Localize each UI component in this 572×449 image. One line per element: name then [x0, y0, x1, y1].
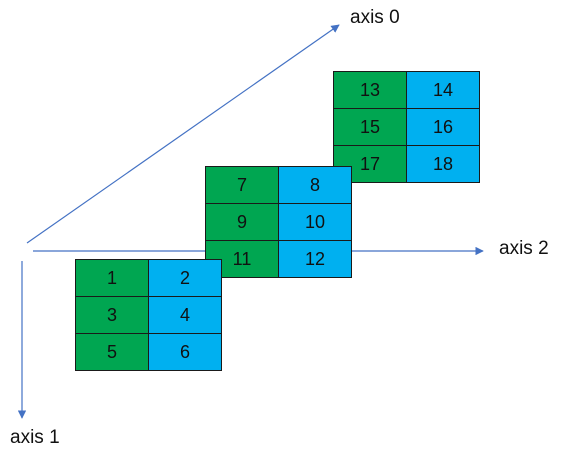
array-cell: 9	[205, 203, 279, 241]
array-cell: 6	[148, 333, 222, 371]
array-cell: 16	[406, 108, 480, 146]
array-cell: 5	[75, 333, 149, 371]
axis-2-label: axis 2	[499, 238, 549, 259]
axis-0-arrow	[26, 24, 340, 244]
axis-1-label: axis 1	[10, 427, 60, 448]
array-cell: 3	[75, 296, 149, 334]
axis-0-label: axis 0	[350, 7, 400, 28]
array-cell: 7	[205, 166, 279, 204]
array-cell: 8	[278, 166, 352, 204]
array-cell: 1	[75, 259, 149, 297]
array-cell: 2	[148, 259, 222, 297]
array-cell: 15	[333, 108, 407, 146]
array-cell: 14	[406, 71, 480, 109]
array-cell: 4	[148, 296, 222, 334]
array-cell: 18	[406, 145, 480, 183]
array-cell: 13	[333, 71, 407, 109]
array-cell: 10	[278, 203, 352, 241]
array-cell: 12	[278, 240, 352, 278]
